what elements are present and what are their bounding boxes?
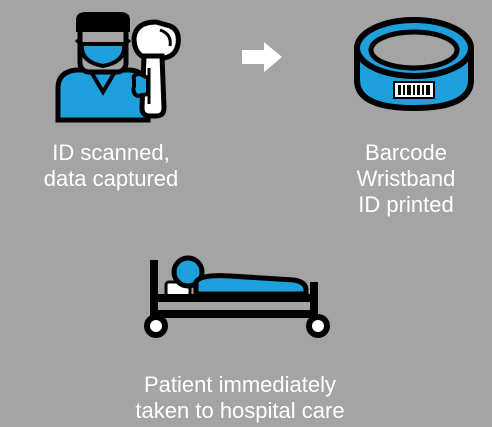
arrow-right-icon (242, 42, 282, 72)
step-2-caption-line-3: ID printed (358, 192, 454, 217)
step-1-caption: ID scanned, data captured (14, 140, 208, 192)
hospital-bed-icon (144, 255, 330, 338)
step-2-caption-line-2: Wristband (356, 166, 456, 191)
step-3-caption-line-2: taken to hospital care (135, 398, 345, 423)
scanner-operator-icon (55, 12, 181, 123)
step-3-caption-line-1: Patient immediately (144, 372, 336, 397)
step-3-caption: Patient immediately taken to hospital ca… (90, 372, 390, 424)
step-1-caption-line-1: ID scanned, (52, 140, 170, 165)
step-2-caption: Barcode Wristband ID printed (330, 140, 482, 218)
step-1-caption-line-2: data captured (43, 166, 179, 191)
wristband-icon (354, 17, 474, 111)
step-2-caption-line-1: Barcode (365, 140, 447, 165)
